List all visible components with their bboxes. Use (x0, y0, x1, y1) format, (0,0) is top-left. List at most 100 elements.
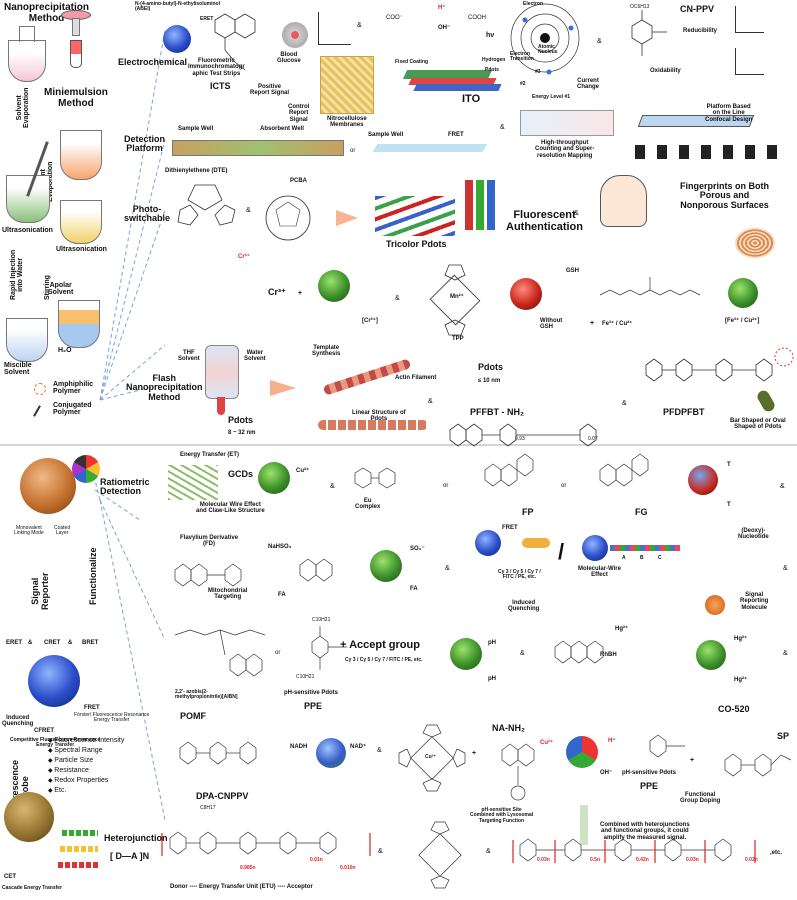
cu-label-row9: Cu²⁺ (540, 740, 554, 746)
fingerprints-label: Fingerprints on Both Porous and Nonporou… (680, 181, 769, 210)
amp-8: & (622, 400, 627, 407)
amp-7: & (428, 398, 433, 405)
eret-label-row8: ERET (6, 640, 23, 646)
deoxy-label: (Deoxy)- Nucleotide (738, 528, 769, 541)
camera-array (635, 145, 785, 159)
property-item: Spectral Range (48, 746, 124, 756)
eu-complex-structure (354, 467, 396, 489)
tube-icon (70, 40, 82, 68)
heterojunction-label: Heterojunction (104, 833, 168, 843)
high-throughput-label: High-throughput Counting and Super- reso… (535, 140, 595, 159)
arrow-row5 (270, 380, 296, 396)
main-pdot (28, 655, 80, 707)
dpa-cnppv-structure (179, 741, 257, 765)
property-item: Resistance (48, 766, 124, 776)
fluorescent-auth-label: Fluorescent Authentication (506, 209, 583, 233)
fixed-coating-label: Fixed Coating (395, 59, 429, 65)
amp-row8-2: & (68, 640, 73, 646)
multifunctional-pdot (20, 458, 76, 514)
pdots-label-2: Pdots (478, 362, 504, 372)
fingerprint-icon (735, 228, 775, 258)
h-plus-label: H⁺ (438, 5, 446, 11)
detection-platform-label: Detection Platform (124, 134, 166, 154)
mol-wire-label: Molecular-Wire Effect (578, 566, 621, 579)
fp-label: FP (522, 507, 534, 517)
blood-glucose-label: Blood Glucose (277, 52, 301, 65)
property-item: Particle Size (48, 756, 124, 766)
positive-report-label: Positive Report Signal (250, 84, 290, 97)
cr-pdot (318, 270, 350, 302)
fret-pdot (475, 530, 501, 556)
plus-2: + (590, 320, 595, 327)
miniemulsion-title: Miniemulsion Method (44, 87, 108, 109)
absorbent-well-label: Absorbent Well (260, 126, 304, 132)
flask-blue (6, 318, 48, 362)
etc-label: ,etc. (770, 850, 783, 856)
hg-label-small: Hg²⁺ (615, 626, 629, 632)
amp-17: & (486, 848, 491, 855)
thf-solvent-label: THF Solvent (178, 350, 200, 363)
fg-label: FG (635, 507, 648, 517)
pcba-label: PCBA (290, 178, 308, 184)
without-gsh-label: Without GSH (540, 318, 563, 331)
plus-4: + (690, 757, 695, 764)
tricolor-chains (375, 196, 455, 236)
h2o-label: H₂O (58, 347, 72, 354)
sp-structure (724, 753, 792, 777)
ppe-label-row9: PPE (640, 781, 659, 791)
fe-cu-concentration-label: [Fe³⁺ / Cu²⁺] (725, 318, 760, 324)
pffbt-nh2-label: PFFBT - NH₂ (470, 407, 524, 417)
fret-label-row2: FRET (448, 132, 464, 138)
cooh-label: COOH (468, 15, 486, 21)
energy-transfer-label: Energy Transfer (ET) (180, 452, 240, 458)
so3-pdot (370, 550, 402, 582)
ppe-structure-1 (311, 626, 347, 670)
arrow-up-down (580, 805, 588, 845)
tricolor-label: Tricolor Pdots (386, 239, 447, 249)
oxidability-label: Oxidability (650, 68, 681, 74)
gcds-fibers (168, 465, 218, 500)
induced-quenching-label-row7: Induced Quenching (508, 600, 540, 613)
c10h21-label-1: C10H21 (312, 617, 331, 623)
flask-two-phase (58, 300, 100, 348)
microscopy-panel (520, 110, 614, 136)
hg-label-up: Hg²⁺ (734, 636, 748, 642)
fret-full-label: Förster/ Fluorescence Resonance Energy T… (74, 712, 150, 724)
nadh-pdot (316, 738, 346, 768)
aibn-label: 2,2'- azobis(2- methylpropionitrile)[AIB… (175, 689, 238, 701)
filter-stem-icon (72, 18, 80, 36)
na-nh2-label: NA-NH₂ (492, 723, 525, 733)
amp-row8-1: & (28, 640, 33, 646)
atom-diagram (510, 3, 580, 75)
cet-full-label: Cascade Energy Transfer (2, 885, 63, 891)
spectrum-chart-3 (735, 48, 764, 75)
ph-pdots-label-row8: pH-sensitive Pdots (284, 690, 339, 696)
pffbt-structure (449, 423, 597, 447)
cy-label-row8: Cy 3 / Cy 5 / Cy 7 / FITC / PE, etc. (345, 657, 423, 663)
bar-shaped-label: Bar Shaped or Oval Shaped of Pdots (730, 418, 786, 431)
fp-structure (484, 453, 534, 487)
ultrasonication-label: Ultrasonication (2, 227, 53, 234)
sp-label: SP (777, 731, 790, 741)
cn-ppv-label: CN-PPV (680, 4, 715, 14)
induced-quenching-label: Induced Quenching (2, 715, 34, 728)
nanoprecipitation-title: Nanoprecipitation Method (4, 2, 90, 24)
eret-label: ERET (200, 16, 214, 22)
cn-ppv-structure (631, 10, 667, 56)
mixer-outlet (217, 397, 225, 415)
dte-label: Dithienylethene (DTE) (165, 168, 228, 174)
cu-phthalocyanine (398, 724, 466, 792)
hg-label-down: Hg²⁺ (734, 677, 748, 683)
ito-label: ITO (462, 93, 481, 105)
monovalent-label: Monovalent Linking Mode (14, 525, 44, 537)
signal-reporting-label: Signal Reporting Molecule (740, 592, 769, 611)
oc6h13-label: OC6H13 (630, 4, 650, 10)
hand-icon (600, 175, 647, 227)
tpp-label: TPP (452, 336, 464, 342)
cr3-label: Cr³⁺ (268, 287, 286, 297)
actin-label: Actin Filament (395, 375, 437, 381)
amphiphilic-polymer-label: Amphiphilic Polymer (53, 381, 94, 396)
coated-layer-label: Coated Layer (54, 525, 71, 537)
plus-3: + (472, 750, 477, 757)
